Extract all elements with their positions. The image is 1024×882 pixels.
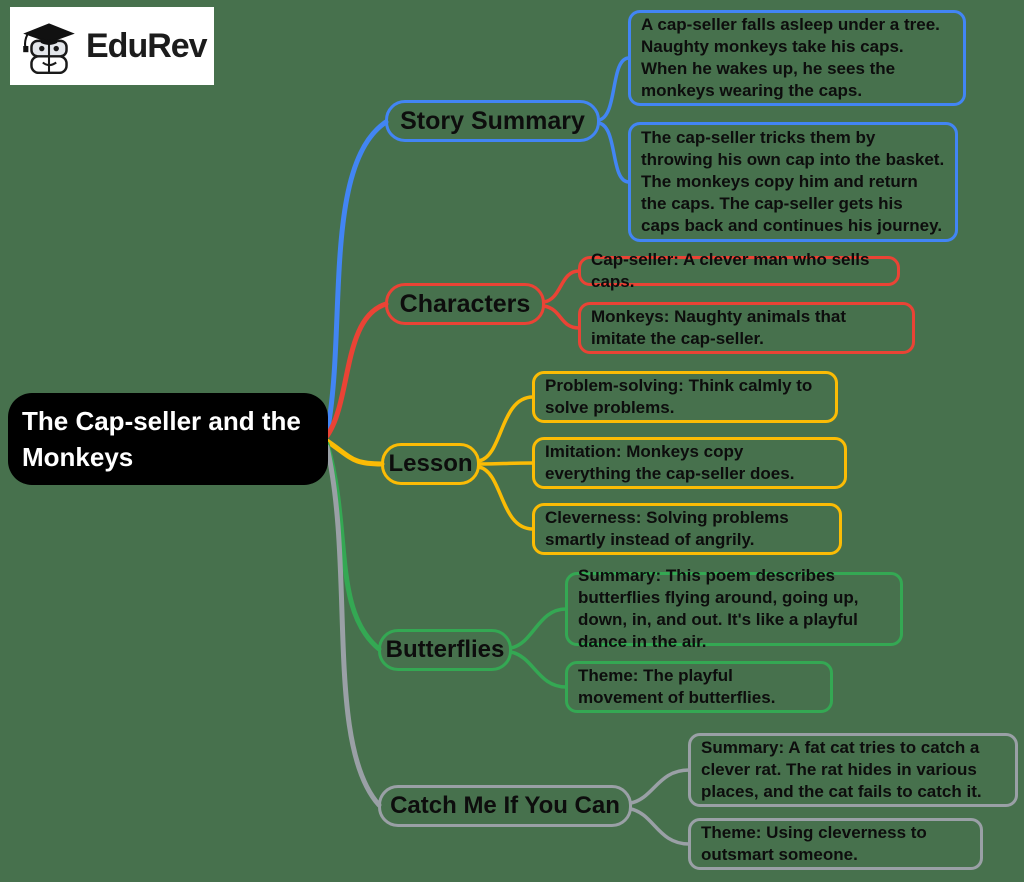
leaf-node-story-summary-2[interactable]: The cap-seller tricks them by throwing h… <box>628 122 958 242</box>
leaf-line-catch-me-1 <box>629 768 691 805</box>
branch-line-lesson <box>324 438 385 467</box>
leaf-line-butterflies-2 <box>509 650 568 689</box>
leaf-node-lesson-3[interactable]: Cleverness: Solving problems smartly ins… <box>532 503 842 555</box>
leaf-line-characters-2 <box>542 304 581 330</box>
graduation-cap-books-icon <box>23 23 75 75</box>
leaf-node-butterflies-1[interactable]: Summary: This poem describes butterflies… <box>565 566 903 651</box>
root-title: The Cap-seller and the Monkeys <box>22 406 301 472</box>
branch-label: Story Summary <box>400 106 585 135</box>
leaf-node-lesson-1[interactable]: Problem-solving: Think calmly to solve p… <box>532 371 838 423</box>
leaf-text: Cleverness: Solving problems smartly ins… <box>545 508 789 549</box>
leaf-text: The cap-seller tricks them by throwing h… <box>641 128 945 235</box>
leaf-line-story-2 <box>597 121 631 184</box>
branch-label: Characters <box>399 289 531 318</box>
branch-label: Butterflies <box>385 636 505 663</box>
leaf-node-characters-1[interactable]: Cap-seller: A clever man who sells caps. <box>578 250 900 291</box>
leaf-line-characters-1 <box>542 269 581 304</box>
leaf-line-lesson-3 <box>477 465 535 531</box>
leaf-text: Summary: This poem describes butterflies… <box>578 566 859 651</box>
branch-node-characters[interactable]: Characters <box>385 283 545 325</box>
leaf-line-lesson-1 <box>477 395 535 463</box>
leaf-text: Summary: A fat cat tries to catch a clev… <box>701 738 982 801</box>
leaf-node-butterflies-2[interactable]: Theme: The playful movement of butterfli… <box>565 661 833 713</box>
branch-line-butterflies <box>324 441 382 652</box>
branch-line-story-summary <box>324 119 389 436</box>
leaf-node-catch-me-1[interactable]: Summary: A fat cat tries to catch a clev… <box>688 733 1018 807</box>
leaf-node-lesson-2[interactable]: Imitation: Monkeys copy everything the c… <box>532 437 847 489</box>
leaf-text: A cap-seller falls asleep under a tree. … <box>641 15 940 100</box>
root-node[interactable]: The Cap-seller and the Monkeys <box>8 393 328 485</box>
leaf-line-lesson-2 <box>477 461 535 466</box>
edurev-brand-text: EduRev <box>86 26 208 65</box>
leaf-text: Problem-solving: Think calmly to solve p… <box>545 376 813 417</box>
leaf-text: Imitation: Monkeys copy everything the c… <box>545 442 795 483</box>
branch-node-catch-me-if-you-can[interactable]: Catch Me If You Can <box>378 785 632 827</box>
leaf-text: Theme: Using cleverness to outsmart some… <box>701 823 927 864</box>
branch-line-characters <box>324 301 389 439</box>
leaf-text: Theme: The playful movement of butterfli… <box>578 666 776 707</box>
branch-label: Lesson <box>388 450 473 477</box>
branch-line-catch-me <box>324 444 382 808</box>
branch-node-lesson[interactable]: Lesson <box>381 443 480 485</box>
branch-label: Catch Me If You Can <box>390 792 620 819</box>
leaf-node-characters-2[interactable]: Monkeys: Naughty animals that imitate th… <box>578 302 915 354</box>
edurev-logo[interactable]: EduRev <box>10 7 214 85</box>
branch-node-story-summary[interactable]: Story Summary <box>385 100 600 142</box>
leaf-line-story-1 <box>597 56 631 122</box>
leaf-line-butterflies-1 <box>509 607 568 650</box>
leaf-node-story-summary-1[interactable]: A cap-seller falls asleep under a tree. … <box>628 10 966 106</box>
leaf-line-catch-me-2 <box>629 807 691 846</box>
branch-node-butterflies[interactable]: Butterflies <box>378 629 512 671</box>
leaf-text: Monkeys: Naughty animals that imitate th… <box>591 307 847 348</box>
leaf-text: Cap-seller: A clever man who sells caps. <box>591 250 870 291</box>
leaf-node-catch-me-2[interactable]: Theme: Using cleverness to outsmart some… <box>688 818 983 870</box>
